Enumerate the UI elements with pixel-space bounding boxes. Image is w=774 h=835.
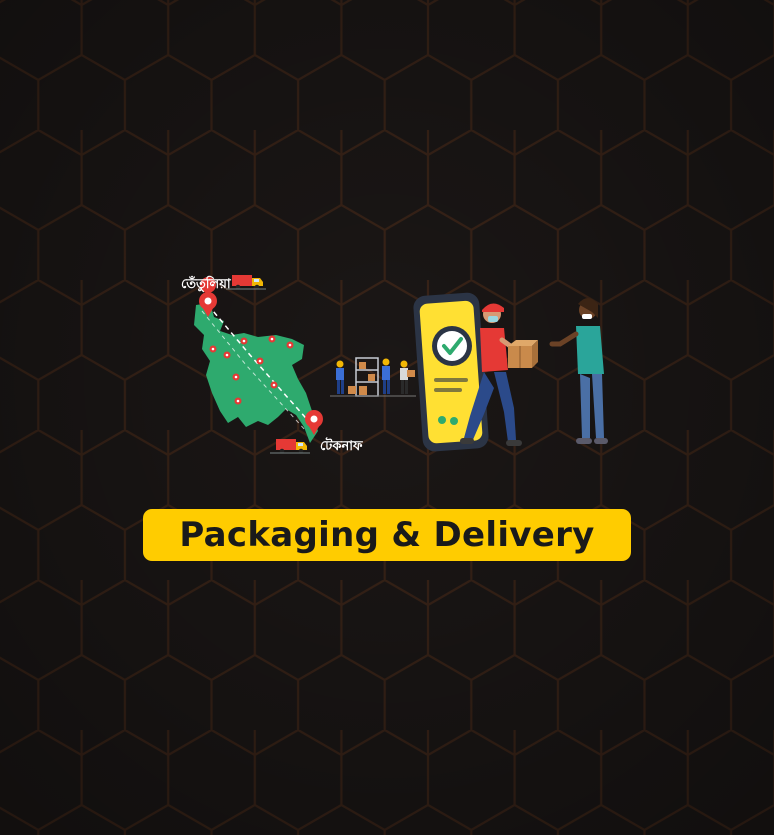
bangladesh-map-icon	[194, 275, 323, 454]
parcel-box-icon	[508, 340, 538, 368]
smartphone-checkmark-icon	[413, 292, 489, 452]
title-banner: Packaging & Delivery	[143, 509, 631, 561]
map-north-label: তেঁতুলিয়া	[181, 277, 231, 292]
location-pin-icon	[305, 410, 323, 435]
delivery-truck-icon	[270, 439, 310, 454]
customer-icon	[549, 298, 608, 444]
delivery-scene	[413, 292, 608, 452]
location-pin-icon	[199, 277, 217, 317]
delivery-truck-icon	[226, 275, 266, 290]
warehouse-workers-icon	[330, 357, 416, 397]
page-title: Packaging & Delivery	[179, 515, 595, 555]
map-south-label: টেকনাফ	[320, 439, 363, 454]
